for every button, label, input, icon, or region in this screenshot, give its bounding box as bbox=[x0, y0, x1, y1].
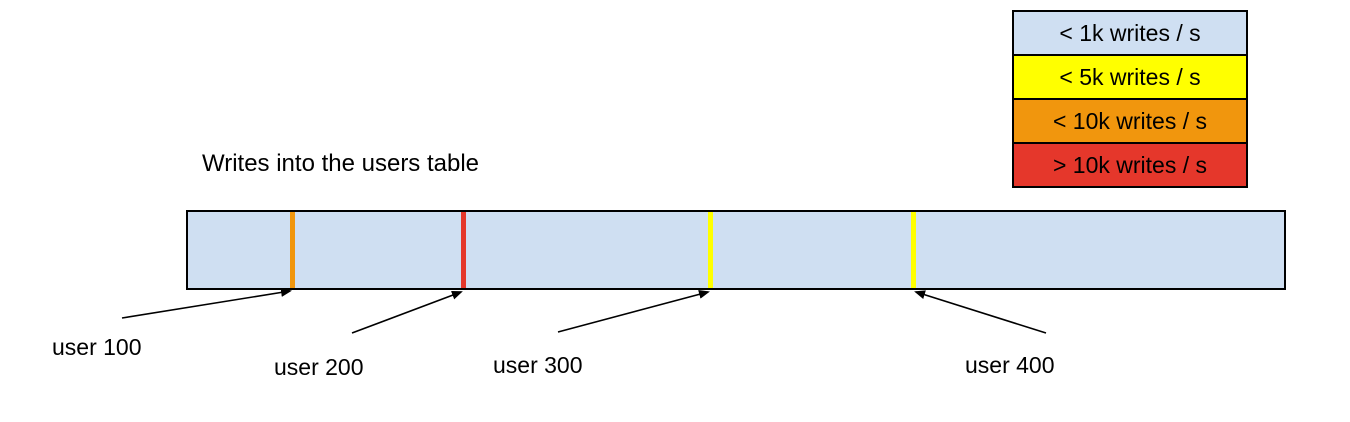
legend-item-gt-10k: > 10k writes / s bbox=[1014, 144, 1246, 186]
write-stripe-user-200 bbox=[461, 212, 466, 288]
diagram-title: Writes into the users table bbox=[202, 150, 480, 177]
write-stripe-user-300 bbox=[708, 212, 713, 288]
legend-item-label: < 1k writes / s bbox=[1059, 20, 1201, 46]
user-100-label: user 100 bbox=[52, 334, 142, 360]
users-table-bar bbox=[186, 210, 1286, 290]
arrow-to-user-300-icon bbox=[557, 289, 710, 333]
legend-item-label: > 10k writes / s bbox=[1052, 152, 1208, 178]
write-stripe-user-400 bbox=[911, 212, 916, 288]
arrow-to-user-100-icon bbox=[121, 287, 292, 319]
user-400-label: user 400 bbox=[965, 352, 1055, 378]
arrow-to-user-400-icon bbox=[914, 290, 1047, 334]
legend-item-label: < 5k writes / s bbox=[1059, 64, 1201, 90]
legend-item-label: < 10k writes / s bbox=[1052, 108, 1208, 134]
arrow-to-user-200-icon bbox=[351, 290, 463, 334]
legend-item-lt-10k: < 10k writes / s bbox=[1014, 100, 1246, 144]
user-300-label: user 300 bbox=[493, 352, 583, 378]
write-rate-legend: < 1k writes / s < 5k writes / s < 10k wr… bbox=[1012, 10, 1248, 188]
user-200-label: user 200 bbox=[274, 354, 364, 380]
legend-item-lt-1k: < 1k writes / s bbox=[1014, 12, 1246, 56]
legend-item-lt-5k: < 5k writes / s bbox=[1014, 56, 1246, 100]
write-stripe-user-100 bbox=[290, 212, 295, 288]
